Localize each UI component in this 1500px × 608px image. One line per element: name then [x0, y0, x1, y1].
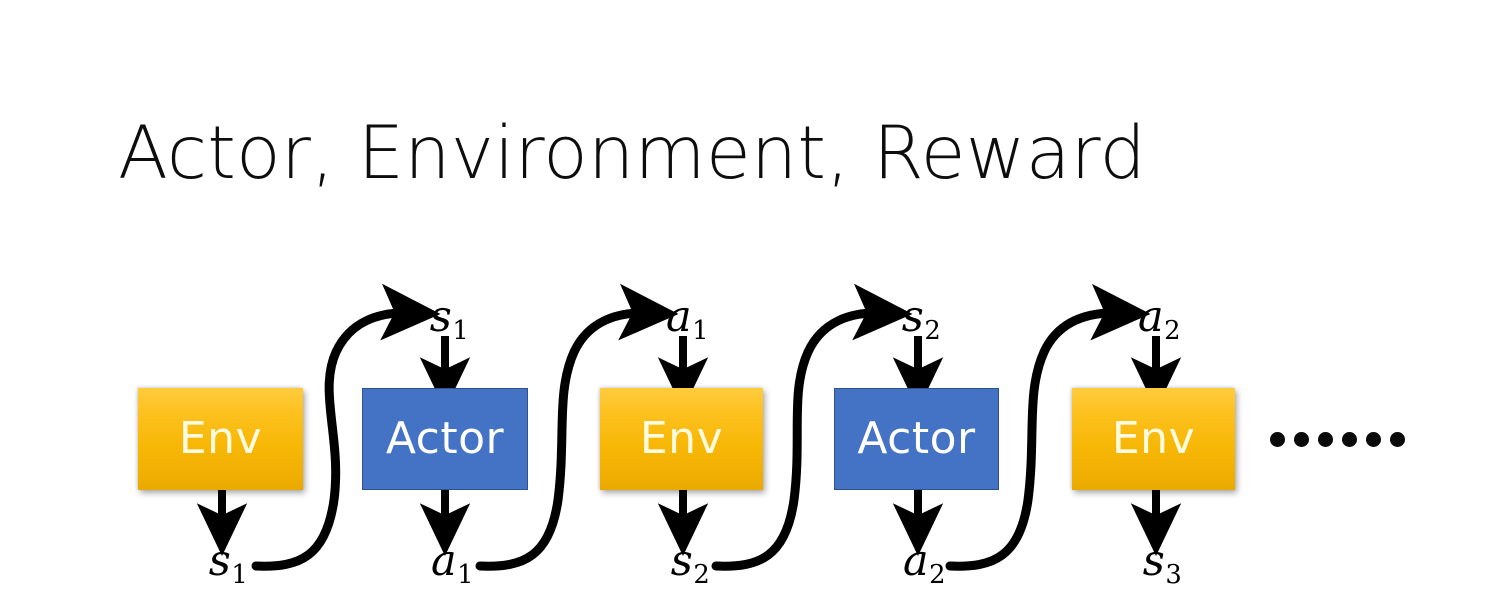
ellipsis-dot: [1270, 432, 1285, 447]
label-bottom-s3-sym: s: [1142, 536, 1165, 586]
ellipsis-dot: [1294, 432, 1309, 447]
ellipsis-dot: [1390, 432, 1405, 447]
node-env-1-label: Env: [178, 412, 263, 464]
ellipsis-icon: [1270, 432, 1405, 447]
node-env-2[interactable]: Env: [600, 388, 763, 490]
label-bottom-s3-index: 3: [1165, 559, 1182, 590]
label-bottom-a1-sym: a: [430, 536, 457, 586]
label-bottom-a2-sym: a: [902, 536, 929, 586]
label-bottom-s1-sym: s: [208, 536, 231, 586]
node-env-1[interactable]: Env: [138, 388, 303, 490]
label-top-s1-index: 1: [452, 315, 469, 346]
label-top-s1: s1: [430, 296, 469, 344]
label-top-a1-sym: a: [665, 292, 692, 342]
label-top-s1-sym: s: [429, 292, 452, 342]
label-bottom-s2: s2: [671, 540, 710, 588]
node-actor-2[interactable]: Actor: [834, 388, 999, 490]
label-bottom-s3: s3: [1143, 540, 1182, 588]
label-bottom-a2-index: 2: [929, 559, 946, 590]
label-top-s2: s2: [902, 296, 941, 344]
label-top-s2-index: 2: [924, 315, 941, 346]
label-top-a1-index: 1: [692, 315, 709, 346]
node-env-3-label: Env: [1111, 412, 1196, 464]
page-title: Actor, Environment, Reward: [118, 111, 1147, 196]
label-bottom-a1: a1: [431, 540, 474, 588]
label-top-a2: a2: [1138, 296, 1181, 344]
node-env-3[interactable]: Env: [1072, 388, 1235, 490]
ellipsis-dot: [1318, 432, 1333, 447]
label-bottom-a1-index: 1: [457, 559, 474, 590]
label-bottom-s2-index: 2: [693, 559, 710, 590]
label-top-a2-sym: a: [1137, 292, 1164, 342]
label-bottom-s2-sym: s: [670, 536, 693, 586]
node-env-2-label: Env: [639, 412, 724, 464]
label-bottom-s1: s1: [209, 540, 248, 588]
label-bottom-a2: a2: [903, 540, 946, 588]
label-top-a1: a1: [666, 296, 709, 344]
label-bottom-s1-index: 1: [231, 559, 248, 590]
ellipsis-dot: [1342, 432, 1357, 447]
node-actor-2-label: Actor: [857, 412, 976, 464]
ellipsis-dot: [1366, 432, 1381, 447]
node-actor-1-label: Actor: [385, 412, 505, 464]
label-top-a2-index: 2: [1164, 315, 1181, 346]
node-actor-1[interactable]: Actor: [362, 388, 528, 490]
label-top-s2-sym: s: [901, 292, 924, 342]
